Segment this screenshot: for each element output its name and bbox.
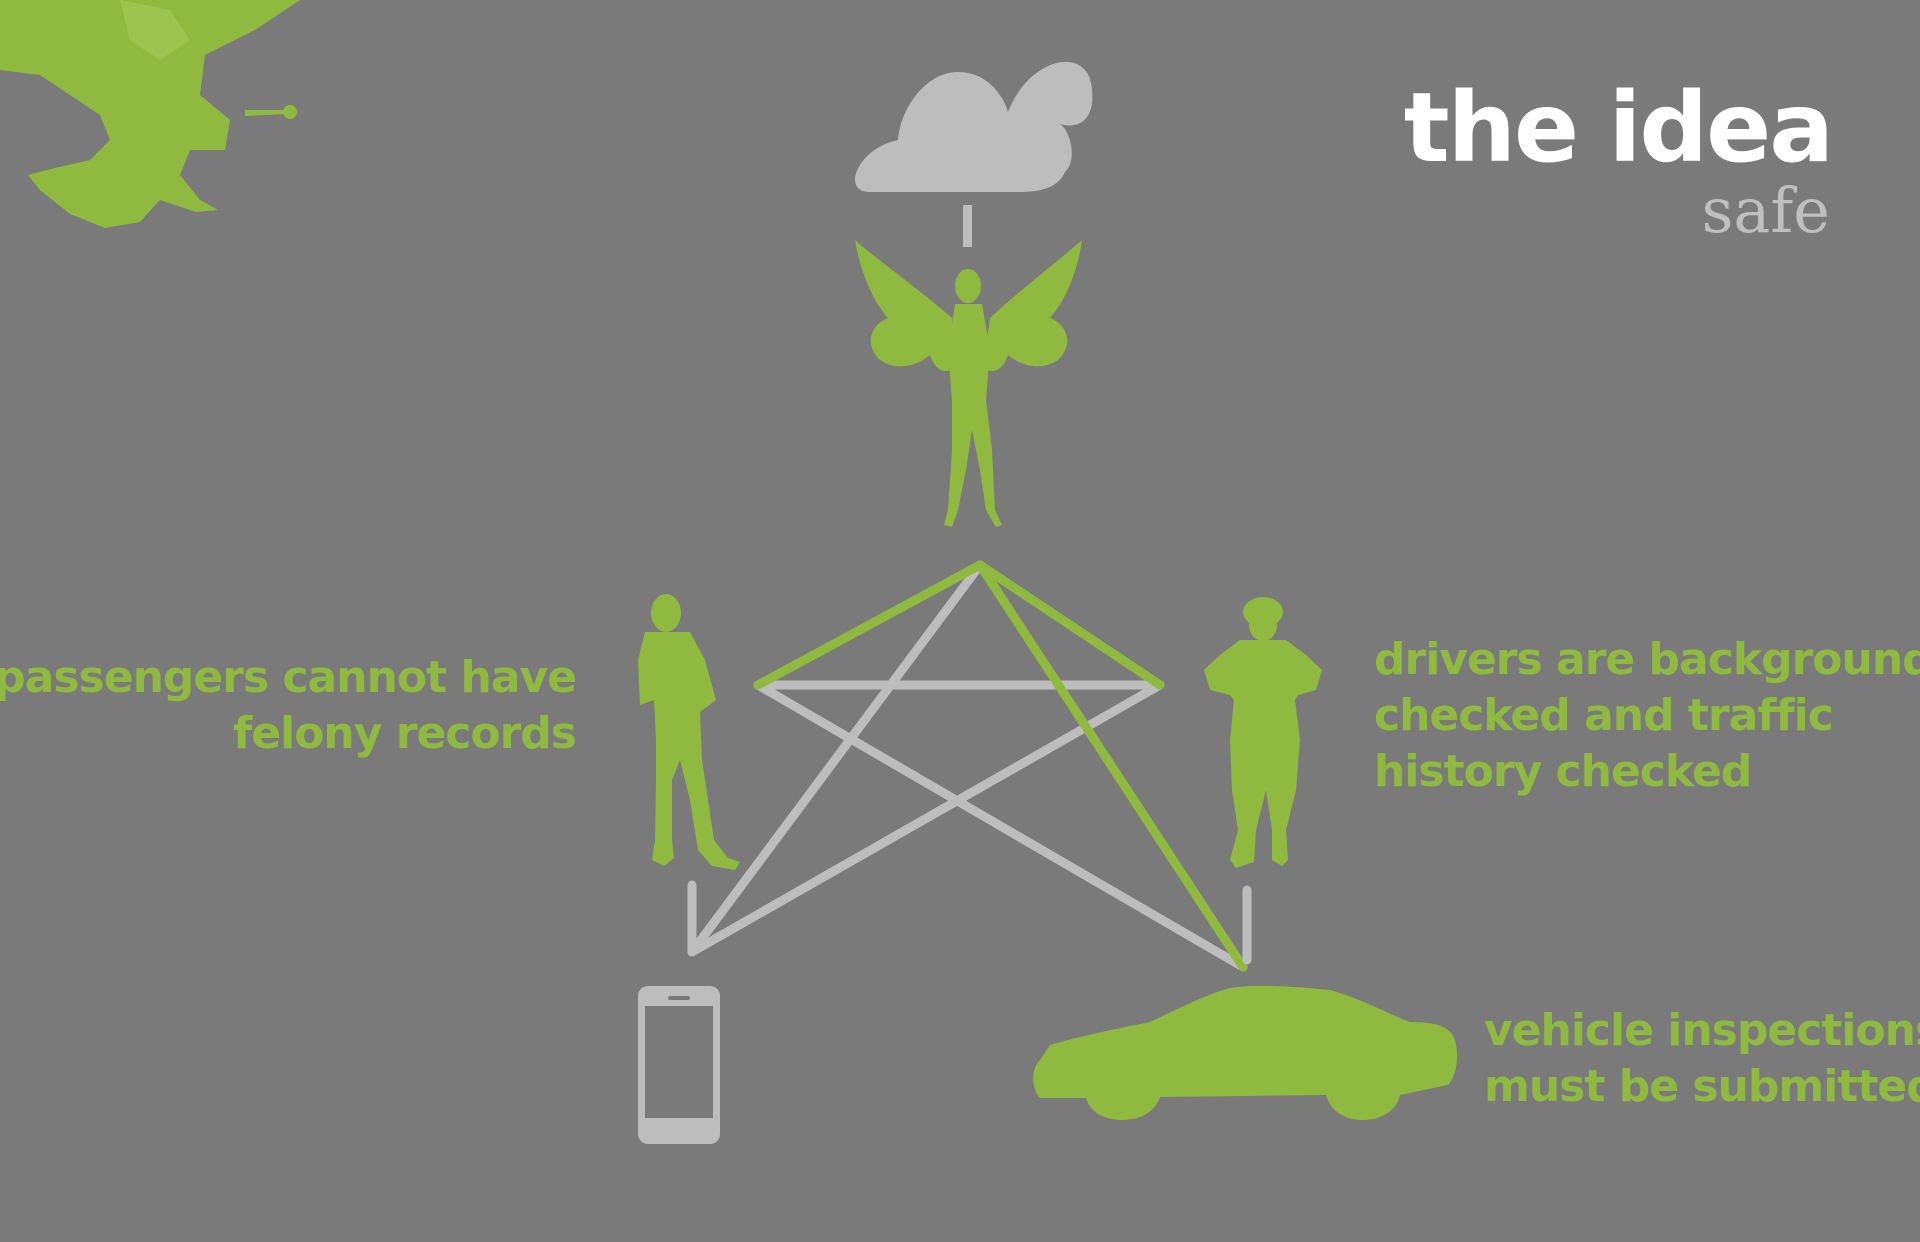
- caption-line: passengers cannot have: [0, 652, 577, 703]
- page-subtitle: safe: [1701, 174, 1830, 247]
- car-icon: [1033, 985, 1458, 1120]
- caption-line: checked and traffic: [1374, 690, 1834, 741]
- fairy-icon: [855, 240, 1082, 527]
- vehicle-caption: vehicle inspections must be submitted: [1484, 1003, 1920, 1115]
- drivers-caption: drivers are background checked and traff…: [1374, 632, 1920, 800]
- caption-line: vehicle inspections: [1484, 1005, 1920, 1056]
- smartphone-icon: [638, 986, 720, 1144]
- driver-icon: [1204, 597, 1322, 868]
- caption-line: must be submitted: [1484, 1061, 1920, 1112]
- caption-line: history checked: [1374, 746, 1752, 797]
- caption-line: felony records: [233, 708, 577, 759]
- caption-line: drivers are background: [1374, 634, 1920, 685]
- page-title: the idea: [1403, 72, 1834, 184]
- connection-network: [687, 560, 1252, 972]
- passenger-icon: [638, 594, 740, 870]
- fairy-corner-icon: [0, 0, 300, 228]
- cloud-icon: [855, 61, 1093, 192]
- cloud-connector: [963, 205, 972, 247]
- passengers-caption: passengers cannot have felony records: [0, 650, 577, 762]
